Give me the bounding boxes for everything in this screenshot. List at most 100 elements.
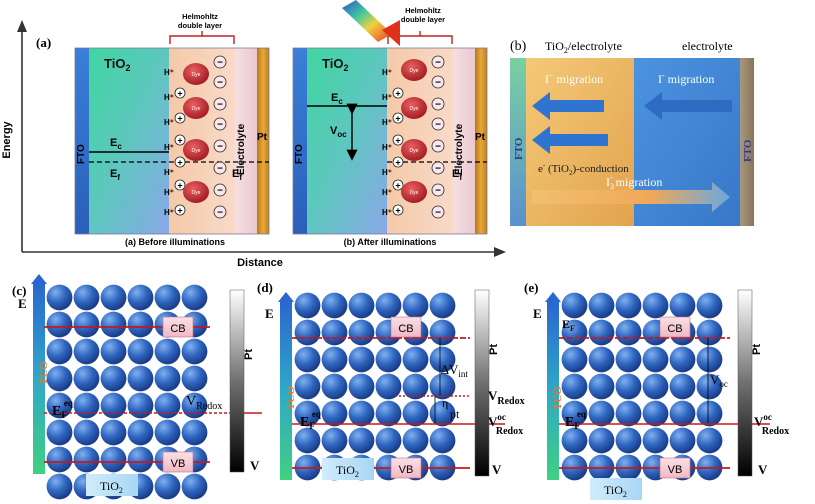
tio2-particle (46, 446, 73, 473)
positive-charge-icon: + (392, 204, 404, 216)
helmholtz-bracket (169, 31, 235, 44)
pt-label: Pt (488, 344, 500, 355)
energy-e-label: E (533, 306, 542, 321)
negative-charge-icon: − (431, 55, 445, 69)
svg-text:+: + (177, 181, 182, 191)
tio2-particle (100, 446, 127, 473)
tio2-particle (615, 373, 642, 400)
tio2-particle (561, 373, 588, 400)
pt-bar (737, 289, 753, 477)
panel-b-label: (b) (510, 39, 527, 54)
tio2-particle (127, 392, 154, 419)
tio2-particle (615, 319, 642, 346)
svg-text:−: − (217, 100, 223, 111)
tio2-particle (642, 427, 669, 454)
tio2-particle (615, 400, 642, 427)
tio2-particle (321, 292, 348, 319)
svg-text:+: + (395, 136, 400, 146)
negative-charge-icon: − (213, 55, 227, 69)
ef-label: Ef (110, 168, 120, 182)
svg-text:−: − (217, 58, 223, 69)
hydrogen-ion: H⁺ (382, 208, 392, 217)
positive-charge-icon: + (392, 156, 404, 168)
hydrogen-ion: H⁺ (164, 188, 174, 197)
tio2-particle (429, 319, 456, 346)
tio2-particle (561, 427, 588, 454)
iodide-migration-right: I- migration (658, 71, 714, 86)
svg-text:−: − (217, 120, 223, 131)
tco-arrow-icon (545, 292, 561, 302)
negative-charge-icon: − (213, 183, 227, 197)
svg-text:−: − (217, 208, 223, 219)
v-label: V (492, 462, 502, 477)
hydrogen-ion: H⁺ (382, 118, 392, 127)
eta-pt-label: pt (450, 407, 460, 421)
tio2-label: TiO2 (100, 479, 123, 495)
panel-d: (d) E TCO CB ∆Vint η pt EFeq VB TiO2 Pt … (257, 280, 525, 481)
tio2-particle (402, 346, 429, 373)
svg-text:+: + (395, 158, 400, 168)
vb-label: VB (668, 464, 683, 476)
tio2-particle (181, 284, 208, 311)
tio2-particle (429, 427, 456, 454)
svg-text:+: + (177, 158, 182, 168)
tco-bar (33, 282, 45, 474)
svg-text:+: + (177, 136, 182, 146)
tio2-particle (46, 473, 73, 500)
tio2-particle (348, 346, 375, 373)
tio2-particle (348, 400, 375, 427)
tio2-particle (294, 319, 321, 346)
dye-molecule: Dye (183, 181, 209, 203)
vb-box (162, 451, 194, 473)
tio2-particle (669, 346, 696, 373)
fto-right-layer (740, 58, 754, 226)
tio2-particle (588, 292, 615, 319)
panel-c: (c) E TCO CB EFeq VB TiO2 Pt VRedox V (12, 274, 262, 500)
cb-box (162, 316, 194, 338)
dye-molecule: Dye (183, 139, 209, 161)
caption-after: (b) After illuminations (344, 237, 437, 247)
pt-bar (229, 289, 245, 473)
tio2-particle (348, 292, 375, 319)
electrolyte-label: Electrolyte (454, 123, 465, 175)
ef-label: Ef (452, 168, 462, 182)
tio2-particle (100, 284, 127, 311)
helmholtz-bracket (387, 31, 453, 44)
voc-label: Voc (330, 125, 347, 139)
svg-text:−: − (435, 78, 441, 89)
svg-text:−: − (435, 164, 441, 175)
tio2-particle (154, 473, 181, 500)
hydrogen-ion: H⁺ (382, 68, 392, 77)
tco-bar (547, 300, 559, 480)
negative-charge-icon: − (213, 75, 227, 89)
pt-label: Pt (257, 132, 268, 143)
positive-charge-icon: + (392, 87, 404, 99)
helmholtz-title: Helmohltz (405, 6, 441, 15)
helmholtz-subtitle: double layer (401, 15, 445, 24)
tio2-particle (73, 284, 100, 311)
tio2-particle (100, 338, 127, 365)
eta-label: η (442, 396, 448, 410)
svg-text:−: − (435, 208, 441, 219)
hydrogen-ion: H⁺ (382, 168, 392, 177)
tio2-particle (588, 346, 615, 373)
tio2-particle (154, 392, 181, 419)
dye-molecule: Dye (401, 139, 427, 161)
energy-axis-label: Energy (1, 120, 13, 158)
ef-eq-label: EFeq (300, 409, 321, 431)
ef-eq-label: EFeq (565, 409, 586, 431)
svg-text:Dye: Dye (410, 106, 419, 112)
tio2-particle (348, 373, 375, 400)
ef-top-label: EF (562, 317, 575, 333)
tio2-particle (127, 284, 154, 311)
tio2-particle (73, 446, 100, 473)
vb-box (390, 457, 422, 479)
tio2-particle (127, 311, 154, 338)
v-label: V (250, 458, 260, 473)
cb-label: CB (667, 323, 682, 335)
ec-label: Ec (331, 92, 343, 106)
tio2-particle (429, 346, 456, 373)
